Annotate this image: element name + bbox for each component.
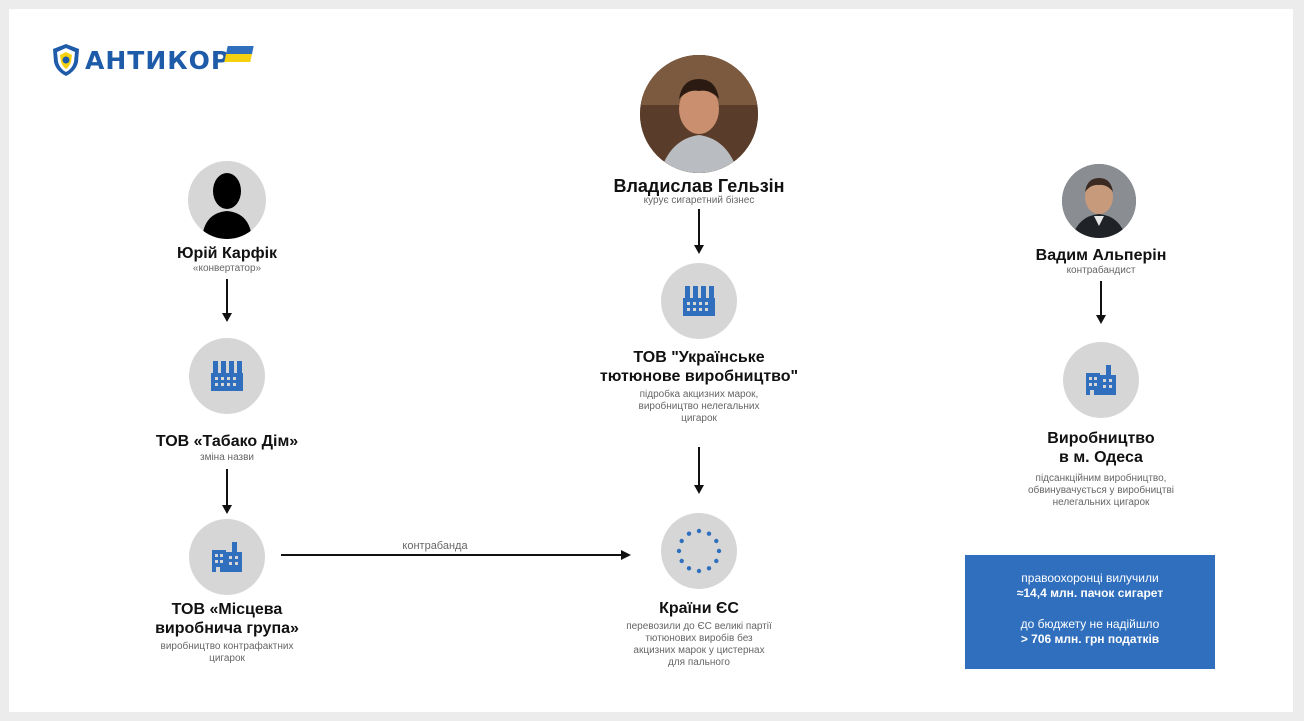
- arrow-mistseva-to-eu: [281, 550, 631, 560]
- odesa-note: підсанкційним виробництво, обвинувачуєть…: [1028, 473, 1174, 509]
- karfik-avatar: [188, 161, 266, 239]
- shield-logo-icon: [53, 44, 79, 76]
- odesa-name: Виробництво в м. Одеса: [1047, 429, 1154, 467]
- info-line3: до бюджету не надійшло: [1020, 617, 1160, 631]
- arrow-alperin-to-odesa: [1096, 281, 1106, 324]
- utv-note-line3: цигарок: [681, 413, 717, 424]
- mistseva-note: виробництво контрафактних цигарок: [161, 641, 294, 665]
- utv-note-line2: виробництво нелегальних: [638, 401, 760, 412]
- arrow-tabako-to-mistseva: [222, 469, 232, 514]
- eu-note-line3: акцизних марок у цистернах: [633, 645, 765, 656]
- person-silhouette-icon: [202, 173, 252, 239]
- utv-name-line2: тютюнове виробництво": [599, 368, 799, 385]
- info-block-budget: до бюджету не надійшло > 706 млн. грн по…: [965, 617, 1215, 647]
- tabako-name: ТОВ «Табако Дім»: [155, 433, 299, 450]
- eu-icon-circle: [661, 513, 737, 589]
- mistseva-name-line2: виробнича група»: [155, 620, 299, 637]
- odesa-icon-circle: [1063, 342, 1139, 418]
- info-box: правоохоронці вилучили ≈14,4 млн. пачок …: [965, 555, 1215, 669]
- arrow-utv-to-eu: [694, 447, 704, 494]
- gelzin-avatar: [640, 55, 758, 173]
- eu-stars-icon: [676, 528, 722, 574]
- utv-note-line1: підробка акцизних марок,: [639, 389, 759, 400]
- alperin-role: контрабандист: [1066, 265, 1136, 276]
- logo: АНТИКОР: [51, 43, 254, 77]
- tabako-note: зміна назви: [200, 452, 254, 463]
- utv-icon-circle: [661, 263, 737, 339]
- eu-note: перевозили до ЄС великі партії тютюнових…: [626, 621, 772, 669]
- factory-building-icon: [212, 542, 242, 572]
- utv-note: підробка акцизних марок, виробництво нел…: [639, 389, 760, 425]
- utv-name-line1: ТОВ "Українське: [633, 349, 765, 366]
- mistseva-name: ТОВ «Місцева виробнича група»: [155, 600, 299, 638]
- alperin-avatar: [1062, 164, 1136, 238]
- odesa-note-line1: підсанкційним виробництво,: [1035, 473, 1167, 484]
- odesa-note-line2: обвинувачується у виробництві: [1027, 485, 1175, 496]
- factory-building-icon: [1086, 365, 1116, 395]
- mistseva-icon-circle: [189, 519, 265, 595]
- odesa-name-line2: в м. Одеса: [1059, 449, 1143, 466]
- utv-name: ТОВ "Українське тютюнове виробництво": [600, 348, 798, 386]
- gelzin-role: курує сигаретний бізнес: [643, 195, 755, 206]
- eu-note-line4: для пального: [668, 657, 730, 668]
- mistseva-note-line1: виробництво контрафактних: [160, 641, 294, 652]
- info-block-seized: правоохоронці вилучили ≈14,4 млн. пачок …: [965, 571, 1215, 601]
- odesa-note-line3: нелегальних цигарок: [1052, 497, 1150, 508]
- mistseva-name-line1: ТОВ «Місцева: [171, 601, 283, 618]
- eu-note-line2: тютюнових виробів без: [645, 633, 753, 644]
- mistseva-note-line2: цигарок: [209, 653, 245, 664]
- info-line1: правоохоронці вилучили: [1021, 571, 1159, 585]
- alperin-name: Вадим Альперін: [1035, 247, 1167, 264]
- factory-icon: [683, 286, 715, 316]
- person-photo-icon: [640, 55, 758, 173]
- karfik-role: «конвертатор»: [192, 263, 262, 274]
- info-line4: > 706 млн. грн податків: [1020, 632, 1160, 646]
- gelzin-name: Владислав Гельзін: [613, 176, 785, 196]
- factory-icon: [211, 361, 243, 391]
- eu-note-line1: перевозили до ЄС великі партії: [626, 621, 772, 632]
- ukraine-flag-icon: [224, 46, 254, 62]
- contraband-label: контрабанда: [402, 540, 468, 552]
- eu-name: Країни ЄС: [659, 600, 739, 617]
- person-photo-icon: [1062, 164, 1136, 238]
- info-line2: ≈14,4 млн. пачок сигарет: [1016, 586, 1164, 600]
- tabako-icon-circle: [189, 338, 265, 414]
- diagram-canvas: АНТИКОР Юрій Карфік «конвертатор» ТОВ «Т…: [9, 9, 1293, 712]
- arrow-gelzin-to-utv: [694, 209, 704, 254]
- arrow-karfik-to-tabako: [222, 279, 232, 322]
- karfik-name: Юрій Карфік: [176, 245, 278, 262]
- logo-text: АНТИКОР: [85, 45, 231, 75]
- odesa-name-line1: Виробництво: [1047, 430, 1155, 447]
